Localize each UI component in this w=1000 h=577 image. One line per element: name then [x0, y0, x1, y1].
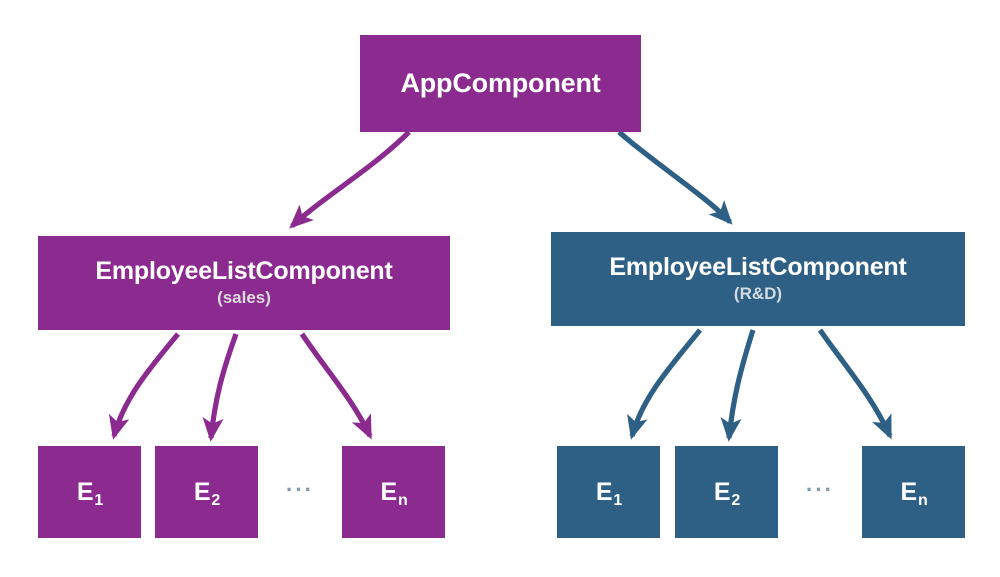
node-app-component[interactable]: AppComponent	[360, 35, 641, 132]
leaf-subscript: 1	[613, 491, 623, 509]
leaf-base: E	[713, 477, 731, 506]
edge-sales-to-employee-2	[202, 333, 239, 442]
edge-root-to-sales	[289, 130, 411, 229]
leaf-subscript: 1	[94, 491, 104, 509]
rnd-ellipsis: ···	[806, 477, 834, 502]
leaf-base: E	[76, 477, 94, 506]
leaf-base: E	[193, 477, 211, 506]
edge-rnd-to-employee-2	[720, 329, 756, 442]
node-employee-list-sales[interactable]: EmployeeListComponent (sales)	[38, 236, 450, 330]
leaf-subscript: n	[397, 491, 408, 509]
edge-rnd-to-employee-1	[627, 328, 703, 440]
node-app-component-label: AppComponent	[400, 67, 601, 98]
edge-sales-to-employee-1	[108, 332, 181, 440]
leaf-base: E	[595, 477, 613, 506]
leaf-subscript: 2	[731, 491, 741, 509]
node-employee-list-sales-subtitle: (sales)	[217, 288, 271, 308]
leaf-subscript: 2	[211, 491, 221, 509]
leaf-subscript: n	[917, 491, 928, 509]
node-employee-list-rnd[interactable]: EmployeeListComponent (R&D)	[551, 232, 965, 326]
leaf-base: E	[380, 477, 397, 506]
node-employee-list-sales-label: EmployeeListComponent	[95, 257, 393, 286]
edge-root-to-rnd	[617, 130, 733, 225]
node-employee-list-rnd-label: EmployeeListComponent	[609, 253, 907, 282]
sales-ellipsis: ···	[286, 477, 314, 502]
leaf-base: E	[900, 477, 917, 506]
edge-sales-to-employee-n	[299, 332, 373, 440]
edge-rnd-to-employee-n	[817, 328, 893, 440]
node-employee-list-rnd-subtitle: (R&D)	[733, 284, 783, 304]
